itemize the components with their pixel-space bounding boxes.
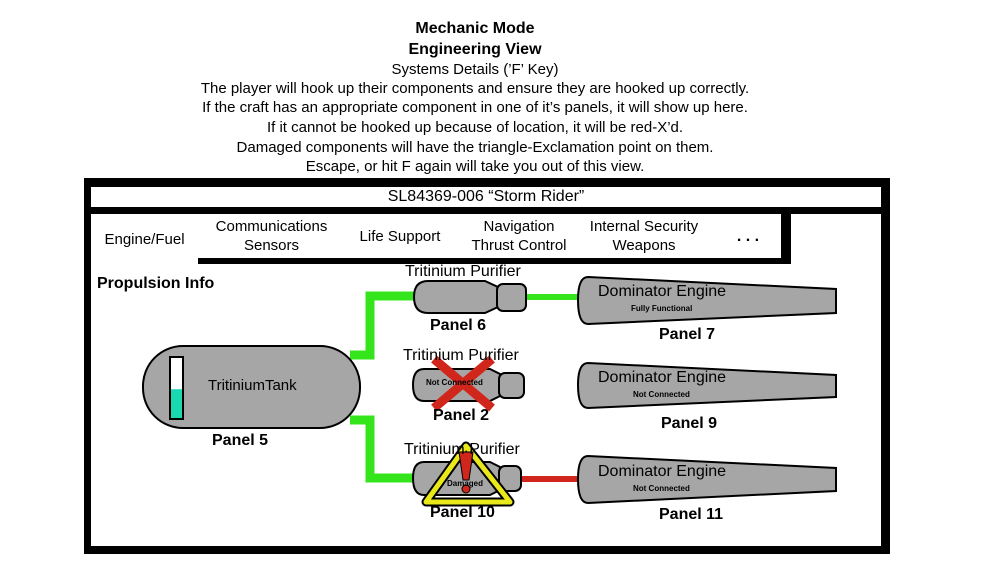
purifier-status: Not Connected: [426, 378, 483, 387]
purifier-panel-label: Panel 6: [430, 317, 487, 334]
engine-status: Not Connected: [633, 484, 690, 493]
tab-internal-security[interactable]: Internal Security Weapons: [582, 214, 706, 258]
engine-panel-label: Panel 9: [661, 415, 718, 432]
warning-triangle-icon: [421, 441, 515, 507]
engine-panel-9: [576, 361, 837, 410]
tab-label: Engine/Fuel: [104, 230, 185, 248]
engine-panel-label: Panel 7: [659, 326, 716, 343]
red-x-icon: [431, 355, 495, 412]
tab-label: . . .: [736, 227, 760, 245]
tabbar-edge: [198, 258, 791, 264]
engine-panel-7: [576, 275, 837, 326]
tank-panel-label: Panel 5: [212, 432, 269, 449]
doc-title: Mechanic Mode: [415, 20, 535, 37]
pipe-connection: [350, 415, 418, 483]
purifier-label: Tritinium Purifier: [405, 263, 521, 280]
engine-status: Fully Functional: [631, 304, 693, 313]
doc-line: Escape, or hit F again will take you out…: [305, 158, 645, 175]
pipe-connection: [350, 291, 418, 360]
purifier-panel-label: Panel 2: [433, 407, 490, 424]
purifier-status: Damaged: [447, 479, 484, 488]
tab-label: Communications Sensors: [215, 218, 328, 254]
purifier-panel-6: [412, 280, 527, 314]
engine-panel-label: Panel 11: [659, 506, 724, 523]
tab-label: Internal Security Weapons: [589, 218, 699, 254]
section-title: Propulsion Info: [97, 275, 215, 292]
engine-status: Not Connected: [633, 390, 690, 399]
doc-line: Damaged components will have the triangl…: [236, 139, 714, 156]
engine-label: Dominator Engine: [598, 369, 727, 386]
tab-life-support[interactable]: Life Support: [346, 214, 454, 258]
tank-label: TritiniumTank: [208, 377, 297, 394]
tab-engine-fuel[interactable]: Engine/Fuel: [91, 214, 198, 264]
window-title: SL84369-006 “Storm Rider”: [91, 187, 881, 207]
tab-navigation[interactable]: Navigation Thrust Control: [463, 214, 575, 258]
doc-subtitle: Engineering View: [408, 41, 542, 58]
doc-line: The player will hook up their components…: [200, 80, 750, 97]
tab-label: Navigation Thrust Control: [471, 218, 567, 254]
tab-more[interactable]: . . .: [715, 214, 781, 258]
tab-label: Life Support: [359, 227, 441, 245]
doc-line: If the craft has an appropriate componen…: [202, 99, 748, 116]
tabbar-edge: [781, 214, 791, 264]
doc-line: If it cannot be hooked up because of loc…: [266, 119, 684, 136]
engine-label: Dominator Engine: [598, 463, 727, 480]
tritinium-tank: [142, 345, 361, 429]
tab-communications[interactable]: Communications Sensors: [206, 214, 337, 258]
exclamation-icon: [458, 451, 474, 481]
tank-gauge-fill: [171, 389, 182, 418]
purifier-label: Tritinium Purifier: [403, 347, 519, 364]
doc-line: Systems Details (’F’ Key): [391, 61, 559, 78]
engine-label: Dominator Engine: [598, 283, 727, 300]
purifier-label: Tritinium Purifier: [404, 441, 520, 458]
purifier-panel-label: Panel 10: [430, 504, 495, 521]
engine-panel-11: [576, 454, 837, 505]
